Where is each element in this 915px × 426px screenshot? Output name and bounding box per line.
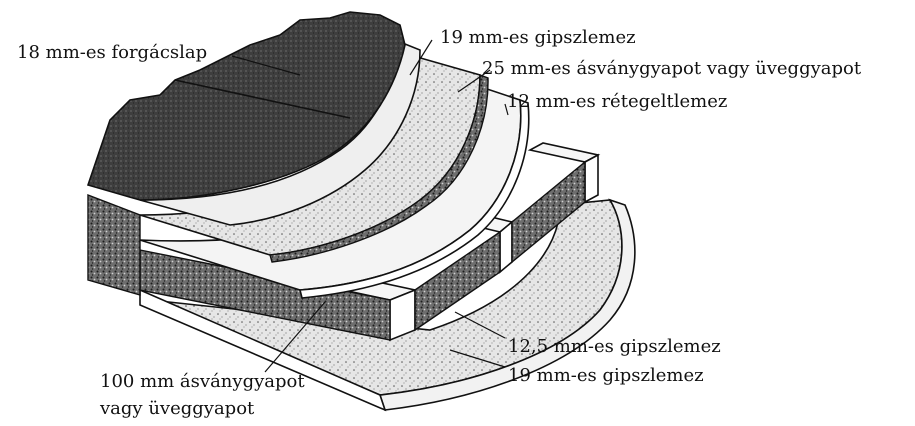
plywood-edge xyxy=(298,98,530,299)
joist-back-side xyxy=(584,153,599,204)
joist-middle-side xyxy=(499,220,513,274)
label-wool-bottom-line1: 100 mm ásványgyapot xyxy=(100,371,305,392)
label-wool-top: 25 mm-es ásványgyapot vagy üveggyapot xyxy=(482,58,862,79)
label-gypsum-top: 19 mm-es gipszlemez xyxy=(440,27,636,48)
leader-lines xyxy=(231,39,509,373)
joist-back xyxy=(527,142,601,163)
label-gypsum-bottom-1: 12,5 mm-es gipszlemez xyxy=(508,336,721,357)
particleboard-seam xyxy=(174,79,351,119)
wool-top-edge xyxy=(269,73,489,263)
label-wool-bottom-line2: vagy üveggyapot xyxy=(99,398,255,419)
wool-block-back xyxy=(511,160,586,264)
label-gypsum-bottom-2: 19 mm-es gipszlemez xyxy=(508,365,704,386)
particleboard-layer xyxy=(86,11,406,201)
label-particleboard: 18 mm-es forgácslap xyxy=(17,42,207,63)
bottom-gypsum-front xyxy=(139,288,387,412)
bottom-gypsum-edge xyxy=(378,198,636,411)
wool-block-mid xyxy=(414,230,501,332)
left-stack xyxy=(87,193,141,296)
label-plywood: 12 mm-es rétegeltlemez xyxy=(507,91,727,112)
